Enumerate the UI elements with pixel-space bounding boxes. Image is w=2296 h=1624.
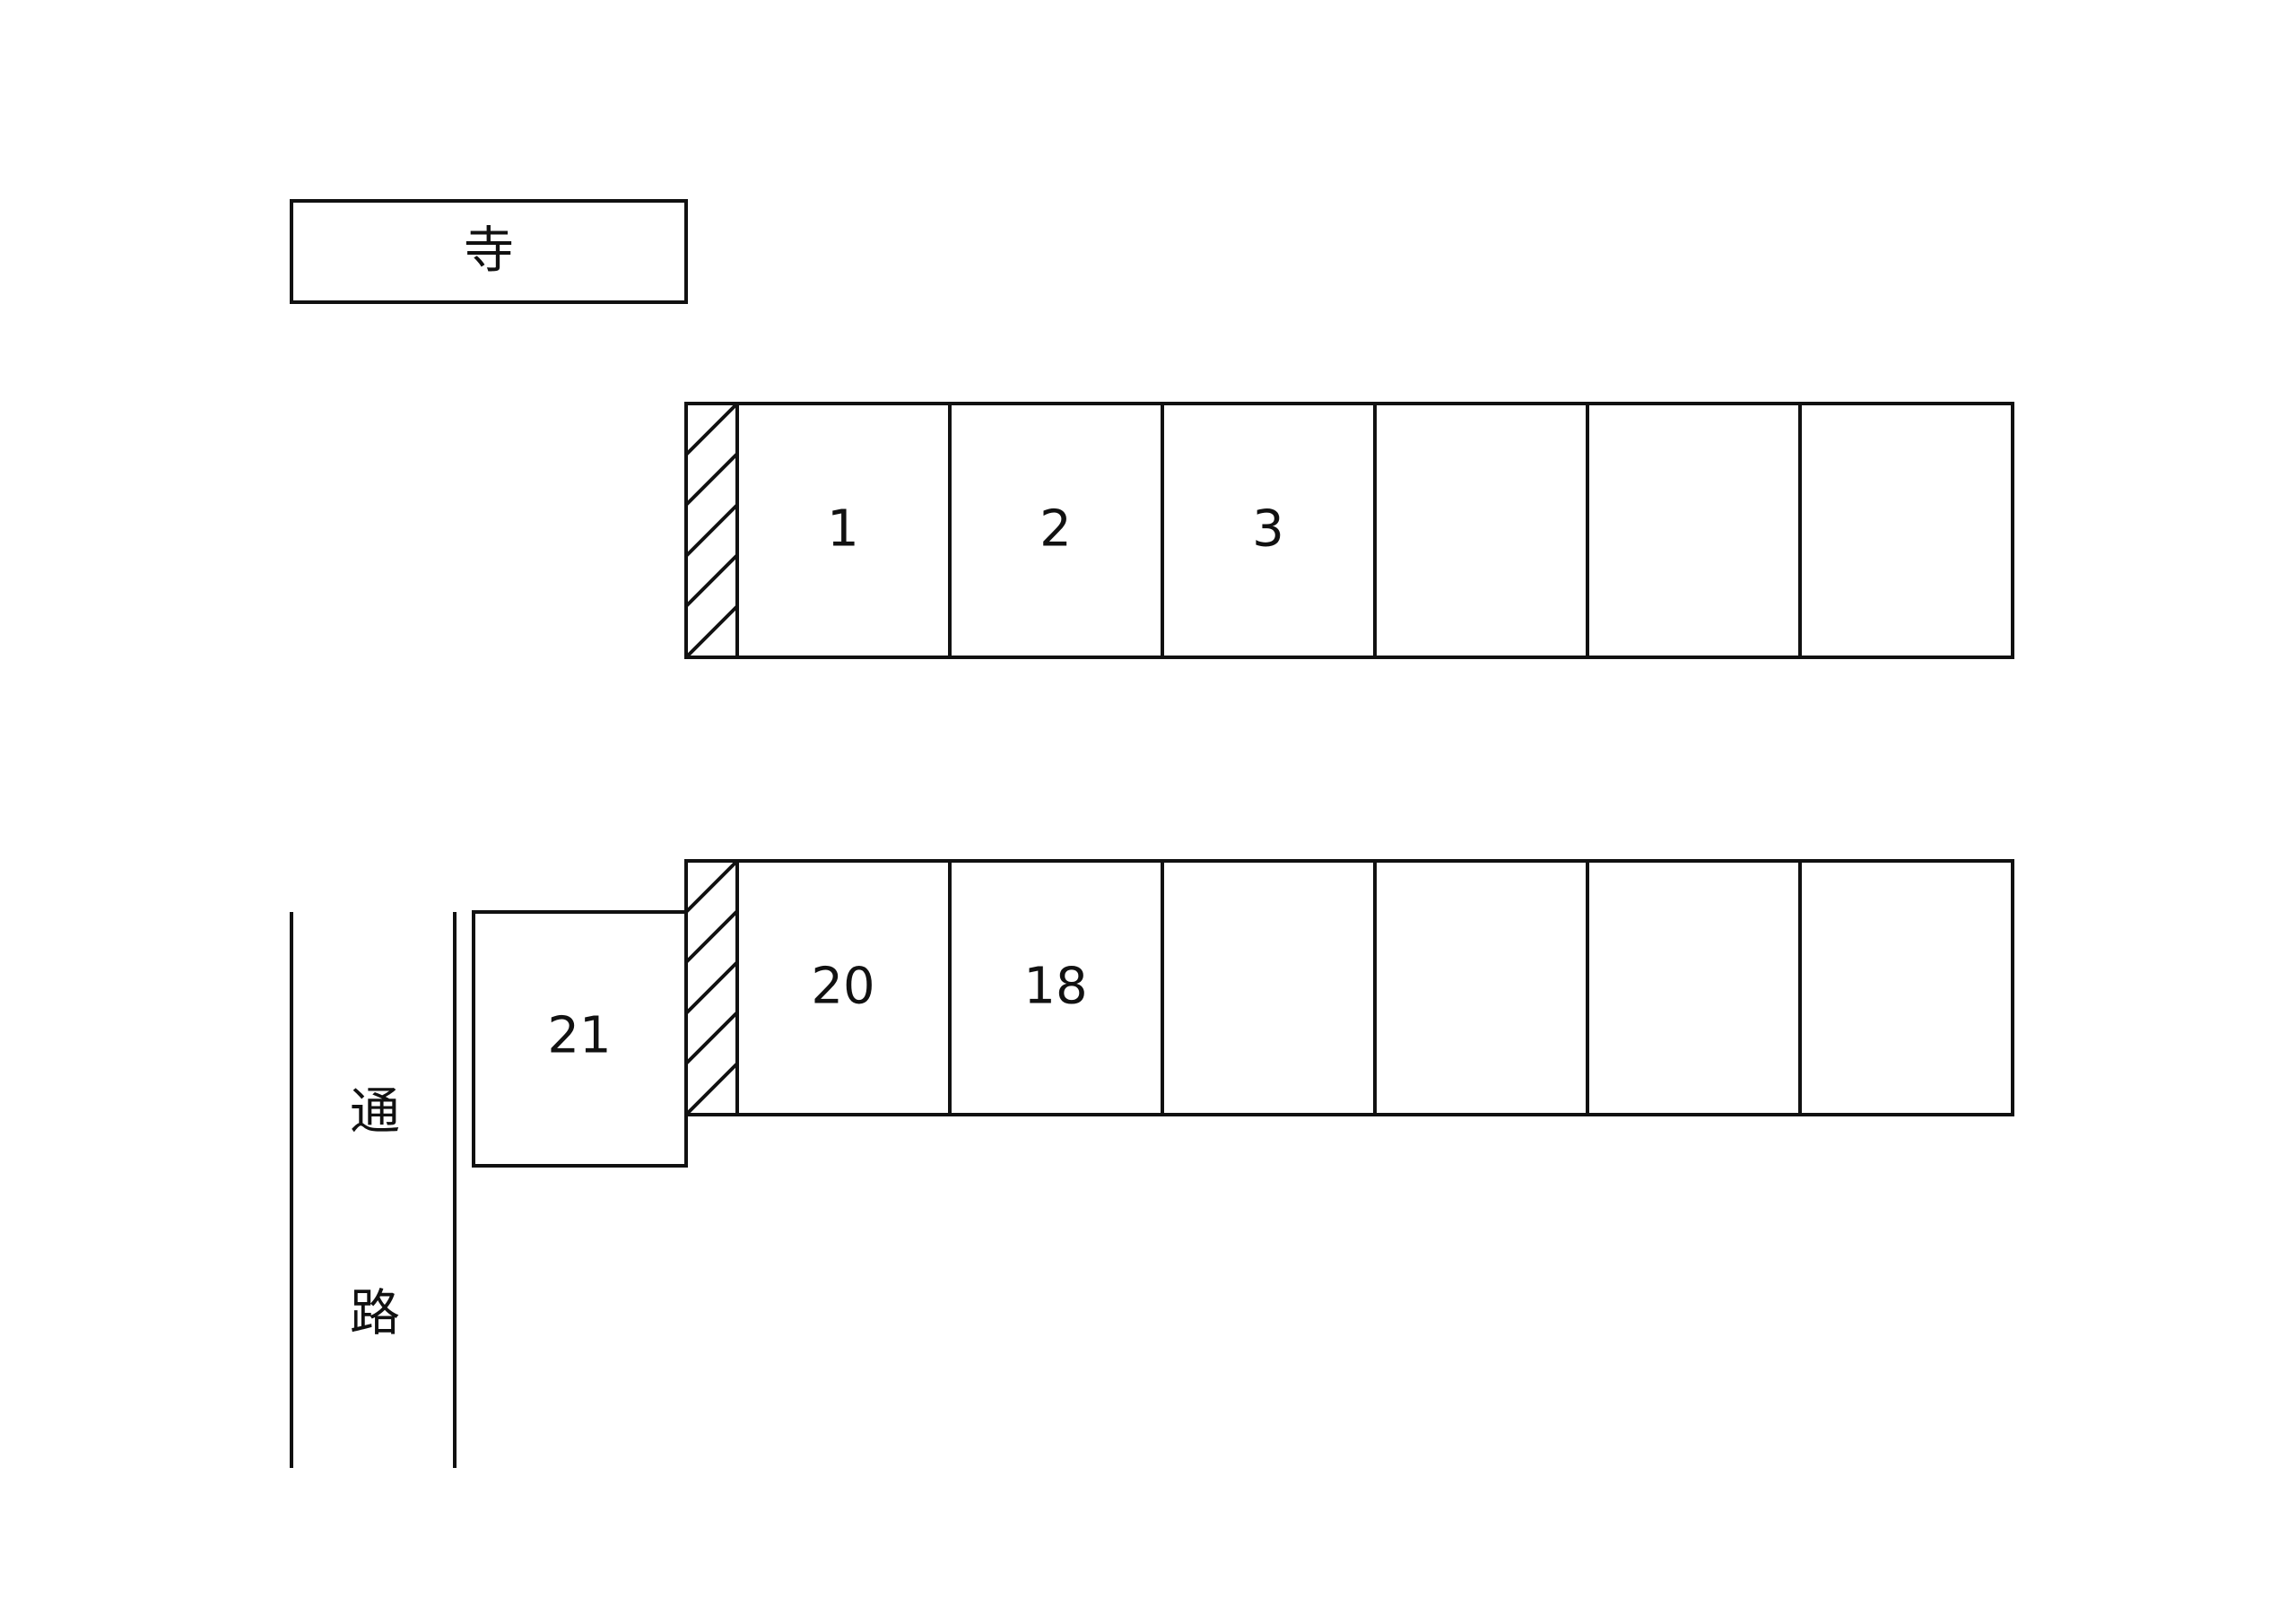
parking-slot[interactable]: 20: [735, 859, 952, 1116]
slot-number: 3: [1252, 500, 1284, 559]
aisle: 通 路: [290, 912, 457, 1468]
slot-number: 1: [827, 500, 859, 559]
aisle-label-1: 通: [350, 1083, 400, 1142]
parking-slot[interactable]: [1586, 402, 1802, 659]
corner-parking-slot[interactable]: 21: [472, 910, 688, 1168]
slot-number: 2: [1039, 500, 1072, 559]
temple-label: 寺: [464, 222, 514, 281]
parking-slot[interactable]: [1586, 859, 1802, 1116]
bottom-row-hatched-strip: [684, 859, 739, 1116]
parking-slot[interactable]: [1373, 402, 1589, 659]
top-row-slots: 1 2 3: [735, 402, 2014, 659]
parking-slot[interactable]: [1161, 859, 1377, 1116]
slot-number: 20: [811, 958, 874, 1016]
parking-slot[interactable]: [1798, 402, 2014, 659]
parking-slot[interactable]: [1798, 859, 2014, 1116]
parking-slot[interactable]: 18: [948, 859, 1164, 1116]
parking-slot[interactable]: 3: [1161, 402, 1377, 659]
aisle-label-2: 路: [350, 1285, 400, 1343]
top-row-hatched-strip: [684, 402, 739, 659]
slot-number: 21: [547, 1007, 611, 1065]
temple-building: 寺: [290, 199, 688, 304]
parking-slot[interactable]: [1373, 859, 1589, 1116]
bottom-row-slots: 20 18: [735, 859, 2014, 1116]
slot-number: 18: [1023, 958, 1087, 1016]
parking-slot[interactable]: 2: [948, 402, 1164, 659]
parking-slot[interactable]: 1: [735, 402, 952, 659]
